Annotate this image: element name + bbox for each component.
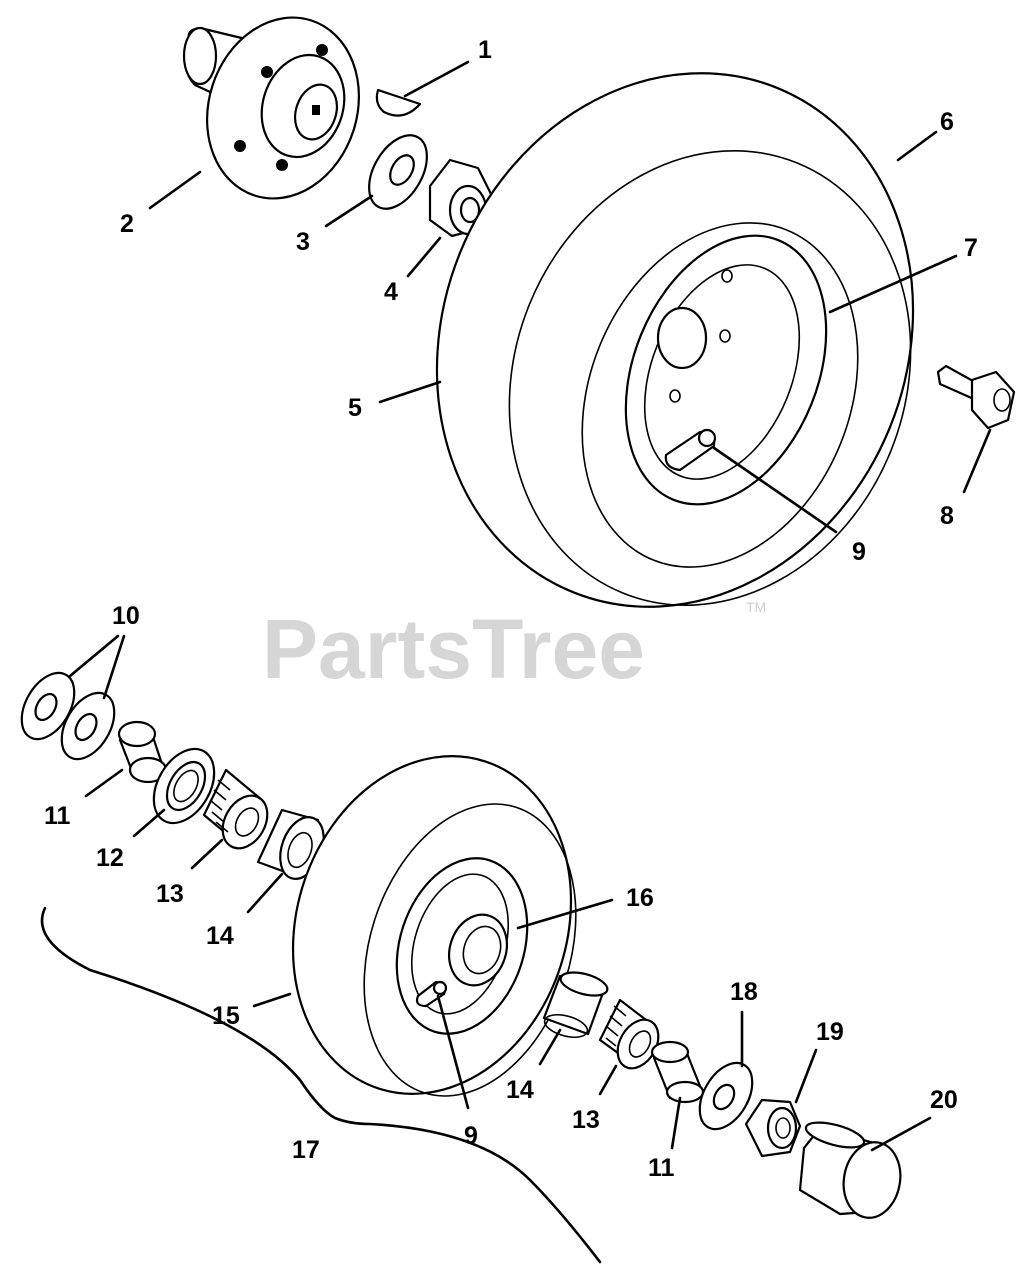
trademark: TM [746,599,766,615]
leader-12 [132,808,166,838]
callout-4: 4 [384,278,398,306]
leader-19 [794,1048,818,1104]
part-bearing-ring[interactable] [141,738,226,833]
part-valve[interactable] [936,364,1016,430]
leader-11a [84,768,124,798]
callout-12: 12 [96,844,124,872]
leader-14a [246,872,284,914]
callout-17: 17 [292,1136,320,1164]
callout-2: 2 [120,210,134,238]
callout-20: 20 [930,1086,958,1114]
part-bearing-cup-right[interactable] [542,968,610,1041]
callout-10: 10 [112,602,140,630]
part-roller-bearing-right[interactable] [598,998,667,1076]
callout-19: 19 [816,1018,844,1046]
part-valve-stem-lower[interactable] [415,980,448,1008]
callout-1: 1 [478,36,492,64]
leader-13a [190,838,224,870]
callout-3: 3 [296,228,310,256]
watermark: PartsTree [262,602,645,696]
callout-9-upper: 9 [852,538,866,566]
leader-16 [516,898,614,930]
callout-18: 18 [730,978,758,1006]
callout-15: 15 [212,1002,240,1030]
leader-10a [68,634,120,678]
part-hub[interactable] [182,0,382,218]
callout-11-left: 11 [44,802,71,830]
part-washer[interactable] [357,125,439,218]
part-washers-pair[interactable] [11,664,125,768]
part-spacer-right[interactable] [650,1040,705,1104]
callout-14-right: 14 [506,1076,534,1104]
leader-7 [828,254,958,314]
part-rim-large[interactable] [588,206,863,535]
callout-5: 5 [348,394,362,422]
callout-9-lower: 9 [464,1122,478,1150]
callout-13-right: 13 [572,1106,600,1134]
leader-5 [378,380,442,404]
part-roller-bearing-left[interactable] [202,768,276,856]
callout-8: 8 [940,502,954,530]
leader-10b [102,634,126,700]
callout-7: 7 [964,234,978,262]
leader-6 [896,130,938,162]
leader-15 [252,992,292,1008]
leader-3 [324,194,374,228]
leader-14b [538,1028,562,1066]
part-spacer-left[interactable] [117,720,168,784]
leader-20 [870,1116,932,1152]
leader-1 [403,60,470,98]
part-cap[interactable] [798,1118,906,1223]
leader-4 [406,236,442,278]
callout-11-right: 11 [648,1154,675,1182]
assembly-brace [40,906,602,1264]
callout-14-left: 14 [206,922,234,950]
callout-6: 6 [940,108,954,136]
part-key[interactable] [375,88,422,117]
leader-11b [670,1096,682,1150]
leader-13b [598,1064,618,1096]
leader-9a [712,446,838,534]
part-washer-right[interactable] [689,1054,763,1138]
leader-8 [962,428,992,494]
leader-9b [436,994,470,1110]
callout-16: 16 [626,884,654,912]
part-valve-stem[interactable] [664,428,717,472]
part-nut-right[interactable] [744,1098,802,1158]
callout-13-left: 13 [156,880,184,908]
leader-2 [148,170,202,210]
